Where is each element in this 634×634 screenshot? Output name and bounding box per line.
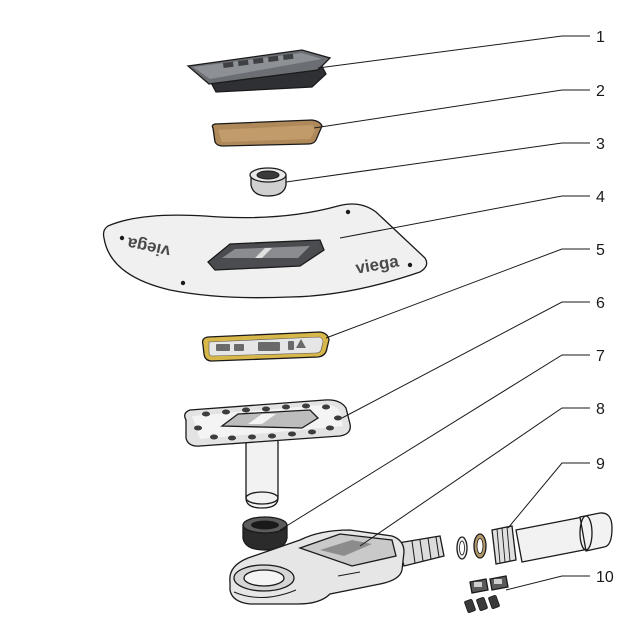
part-number-6: 6 <box>596 295 605 312</box>
leader-2 <box>313 89 590 129</box>
leader-9 <box>507 462 590 529</box>
part-number-7: 7 <box>596 348 605 365</box>
leader-4 <box>339 195 590 239</box>
part-number-labels: 1 2 3 4 5 6 7 8 9 10 <box>596 29 614 586</box>
part-10-clips-and-screws <box>464 575 509 613</box>
part-3-seal-ring <box>249 167 287 197</box>
leader-10 <box>505 575 590 591</box>
leader-5 <box>325 248 590 339</box>
part-number-8: 8 <box>596 401 605 418</box>
part-5-instruction-card <box>201 331 330 362</box>
leader-3 <box>285 142 590 183</box>
part-4-sealing-membrane: viega viega <box>102 203 428 299</box>
part-6-drain-flange <box>184 399 351 509</box>
part-number-1: 1 <box>596 29 605 46</box>
leader-7 <box>279 354 590 531</box>
leader-6 <box>341 301 590 419</box>
leader-1 <box>317 35 590 69</box>
part-1-cover-grate <box>186 49 332 93</box>
part-9-outlet-connection <box>456 512 613 565</box>
part-number-10: 10 <box>596 569 614 586</box>
part-number-3: 3 <box>596 136 605 153</box>
leader-8 <box>359 407 590 547</box>
leader-lines <box>279 35 590 591</box>
part-7-lip-seal <box>242 516 288 551</box>
part-number-4: 4 <box>596 189 605 206</box>
part-number-5: 5 <box>596 242 605 259</box>
part-number-2: 2 <box>596 83 605 100</box>
part-8-drain-body <box>229 529 445 605</box>
part-2-gasket-pad <box>211 119 323 147</box>
part-number-9: 9 <box>596 456 605 473</box>
